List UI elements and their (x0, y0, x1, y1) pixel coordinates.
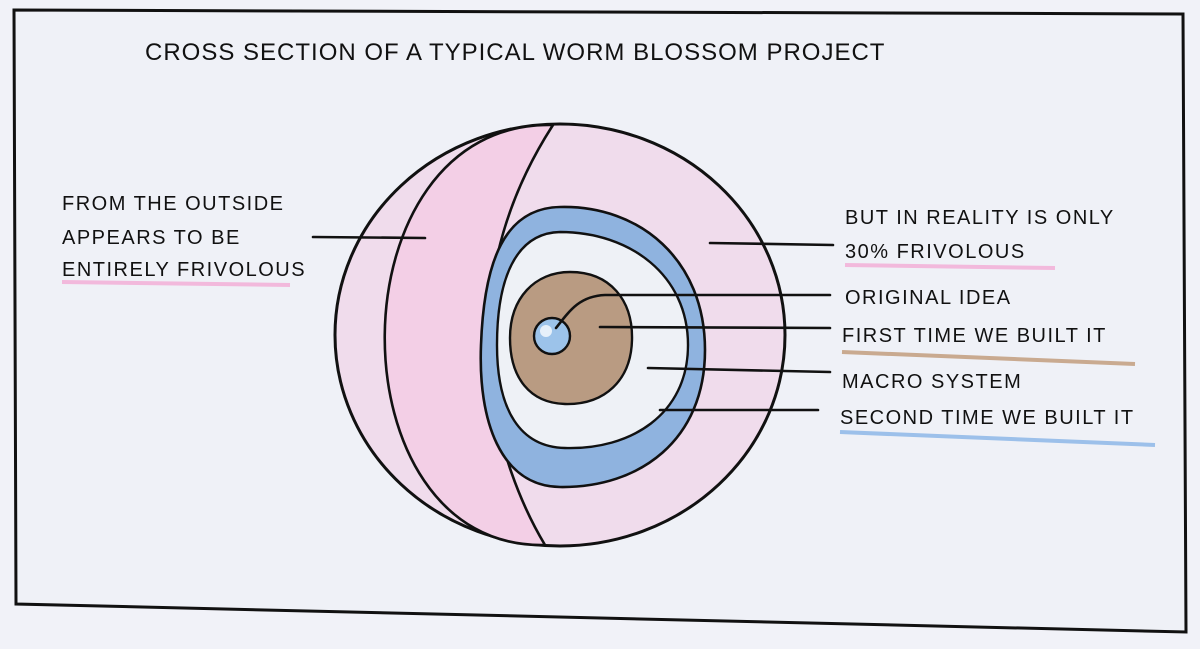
reality-label-line-1: BUT IN REALITY IS ONLY (845, 207, 1115, 229)
second-build-label: SECOND TIME WE BUILT IT (840, 407, 1135, 429)
original-idea-label: ORIGINAL IDEA (845, 287, 1012, 309)
blue-underline (839, 430, 1156, 447)
diagram-title: CROSS SECTION OF A TYPICAL WORM BLOSSOM … (145, 39, 885, 66)
left-label-line-1: FROM THE OUTSIDE (62, 193, 285, 215)
macro-system-label: MACRO SYSTEM (842, 371, 1022, 393)
reality-label-line-2: 30% FRIVOLOUS (845, 241, 1026, 263)
first-build-label: FIRST TIME WE BUILT IT (842, 325, 1107, 347)
leader-reality (708, 241, 835, 247)
left-label-line-3: ENTIRELY FRIVOLOUS (62, 259, 306, 281)
left-label-line-2: APPEARS TO BE (62, 227, 241, 249)
original-idea-dot (532, 316, 572, 356)
brown-underline (841, 350, 1136, 366)
leader-outside (311, 235, 427, 240)
cross-section-sphere (333, 122, 787, 548)
leader-first-build (598, 325, 832, 330)
idea-highlight (540, 325, 552, 337)
pink-underline-right (844, 263, 1056, 270)
leader-macro-system (646, 366, 832, 374)
leader-original-idea (554, 293, 832, 330)
pink-underline-left (61, 280, 291, 287)
